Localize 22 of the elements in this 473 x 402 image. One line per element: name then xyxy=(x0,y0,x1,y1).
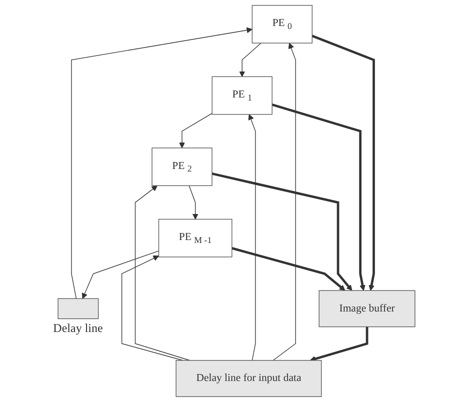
arrow xyxy=(312,34,375,291)
arrow xyxy=(71,27,252,299)
arrow xyxy=(232,247,346,291)
node-box xyxy=(58,298,99,320)
node-box: PE $_{M -1}$ xyxy=(158,218,232,258)
arrow xyxy=(272,42,296,361)
node-caption: Delay line xyxy=(53,320,103,336)
node-box: Image buffer xyxy=(318,290,416,328)
node-box: PE $_{0}$ xyxy=(252,5,312,44)
arrow xyxy=(82,250,160,299)
arrow xyxy=(272,103,366,291)
arrow xyxy=(188,185,198,220)
arrow xyxy=(179,112,212,148)
arrow xyxy=(239,42,262,77)
arrow xyxy=(212,172,352,291)
node-box: PE $_{2}$ xyxy=(152,148,212,186)
arrow xyxy=(121,256,184,361)
node-box: PE $_{1}$ xyxy=(212,76,272,115)
node-box: Delay line for input data xyxy=(176,360,322,397)
arrow xyxy=(310,326,368,362)
arrow xyxy=(248,114,256,361)
arrow xyxy=(134,185,190,361)
